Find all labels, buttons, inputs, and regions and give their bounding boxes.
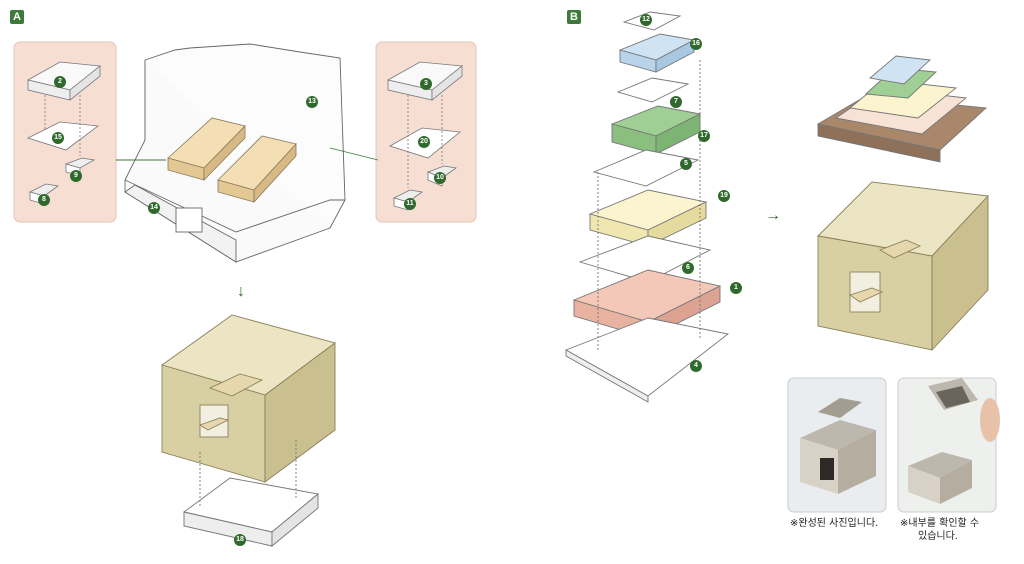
down-arrow-icon: ↓: [237, 283, 245, 300]
section-a-tag: A: [10, 10, 24, 24]
part-number-badge-6: 6: [682, 262, 694, 274]
section-b-tag: B: [567, 10, 581, 24]
part-number-badge-12: 12: [640, 14, 652, 26]
part-number-badge-15: 15: [52, 132, 64, 144]
part-number-badge-7: 7: [670, 96, 682, 108]
photo-interior: [897, 377, 1000, 513]
part-number-badge-18: 18: [234, 534, 246, 546]
part-number-badge-11: 11: [404, 198, 416, 210]
part-number-badge-14: 14: [148, 202, 160, 214]
part-number-badge-3: 3: [420, 78, 432, 90]
exploded-layers: [564, 11, 730, 403]
caption-completed-photo: ※완성된 사진입니다.: [790, 518, 879, 529]
part-number-badge-4: 4: [690, 360, 702, 372]
part-number-badge-5: 5: [680, 158, 692, 170]
part-number-badge-17: 17: [698, 130, 710, 142]
roof-assembly: [816, 55, 988, 163]
base-frame-a: [182, 440, 320, 547]
part-number-badge-19: 19: [718, 190, 730, 202]
part-number-badge-2: 2: [54, 76, 66, 88]
part-number-badge-1: 1: [730, 282, 742, 294]
part-number-badge-20: 20: [418, 136, 430, 148]
photo-completed: [787, 377, 887, 513]
caption-interior-photo-line1: ※내부를 확인할 수: [900, 518, 980, 529]
part-number-badge-9: 9: [70, 170, 82, 182]
assembled-box-b: [817, 181, 989, 352]
part-number-badge-8: 8: [38, 194, 50, 206]
part-number-badge-10: 10: [434, 172, 446, 184]
part-number-badge-13: 13: [306, 96, 318, 108]
wood-blocks: [167, 117, 297, 204]
right-arrow-icon: →: [765, 207, 781, 224]
part-number-badge-16: 16: [690, 38, 702, 50]
assembled-box-a: [160, 314, 337, 483]
caption-interior-photo-line2: 있습니다.: [918, 531, 958, 542]
